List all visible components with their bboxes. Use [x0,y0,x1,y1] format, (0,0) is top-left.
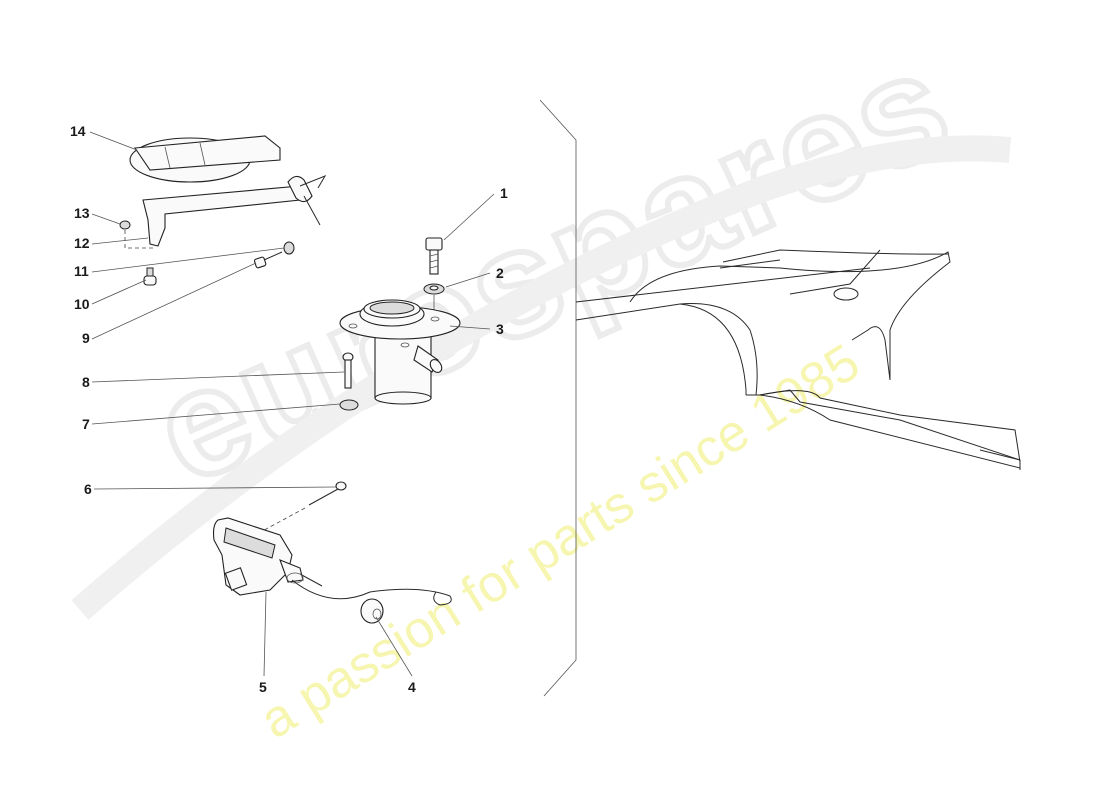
callout-3[interactable]: 3 [496,321,504,337]
part-6-screw[interactable] [308,481,347,506]
part-3-filler-neck[interactable] [339,299,461,405]
callout-11[interactable]: 11 [74,263,89,279]
callout-5[interactable]: 5 [259,679,267,695]
part-7-clip-nut[interactable] [339,399,359,411]
section-separator [539,99,577,697]
callout-6[interactable]: 6 [84,481,92,497]
part-8-bolt[interactable] [342,352,354,389]
dashed-guide-6 [254,507,306,536]
callout-2[interactable]: 2 [496,265,504,281]
callout-10[interactable]: 10 [74,296,90,312]
part-10-stud[interactable] [143,267,157,286]
part-13-nut[interactable] [119,220,131,230]
part-4-grommet[interactable] [360,598,384,624]
release-cable[interactable] [291,579,452,606]
callout-8[interactable]: 8 [82,374,90,390]
part-5-actuator[interactable] [212,517,323,596]
callout-9[interactable]: 9 [82,330,90,346]
callout-12[interactable]: 12 [74,235,90,251]
callout-4[interactable]: 4 [408,679,416,695]
callout-7[interactable]: 7 [82,416,90,432]
part-11-washer[interactable] [283,241,295,255]
watermark-swoosh [71,135,1012,620]
vehicle-body-outline[interactable] [575,249,1021,470]
part-2-washer[interactable] [423,283,445,295]
part-1-bolt[interactable] [425,237,443,275]
part-14-fuel-flap-lid[interactable] [129,135,281,183]
part-12-hinge-arm[interactable] [142,174,327,247]
part-9-screw[interactable] [253,251,283,269]
callout-1[interactable]: 1 [500,185,508,201]
callout-13[interactable]: 13 [74,205,90,221]
dashed-guide-13 [124,230,155,249]
leader-lines [89,131,495,677]
callout-14[interactable]: 14 [70,123,86,139]
